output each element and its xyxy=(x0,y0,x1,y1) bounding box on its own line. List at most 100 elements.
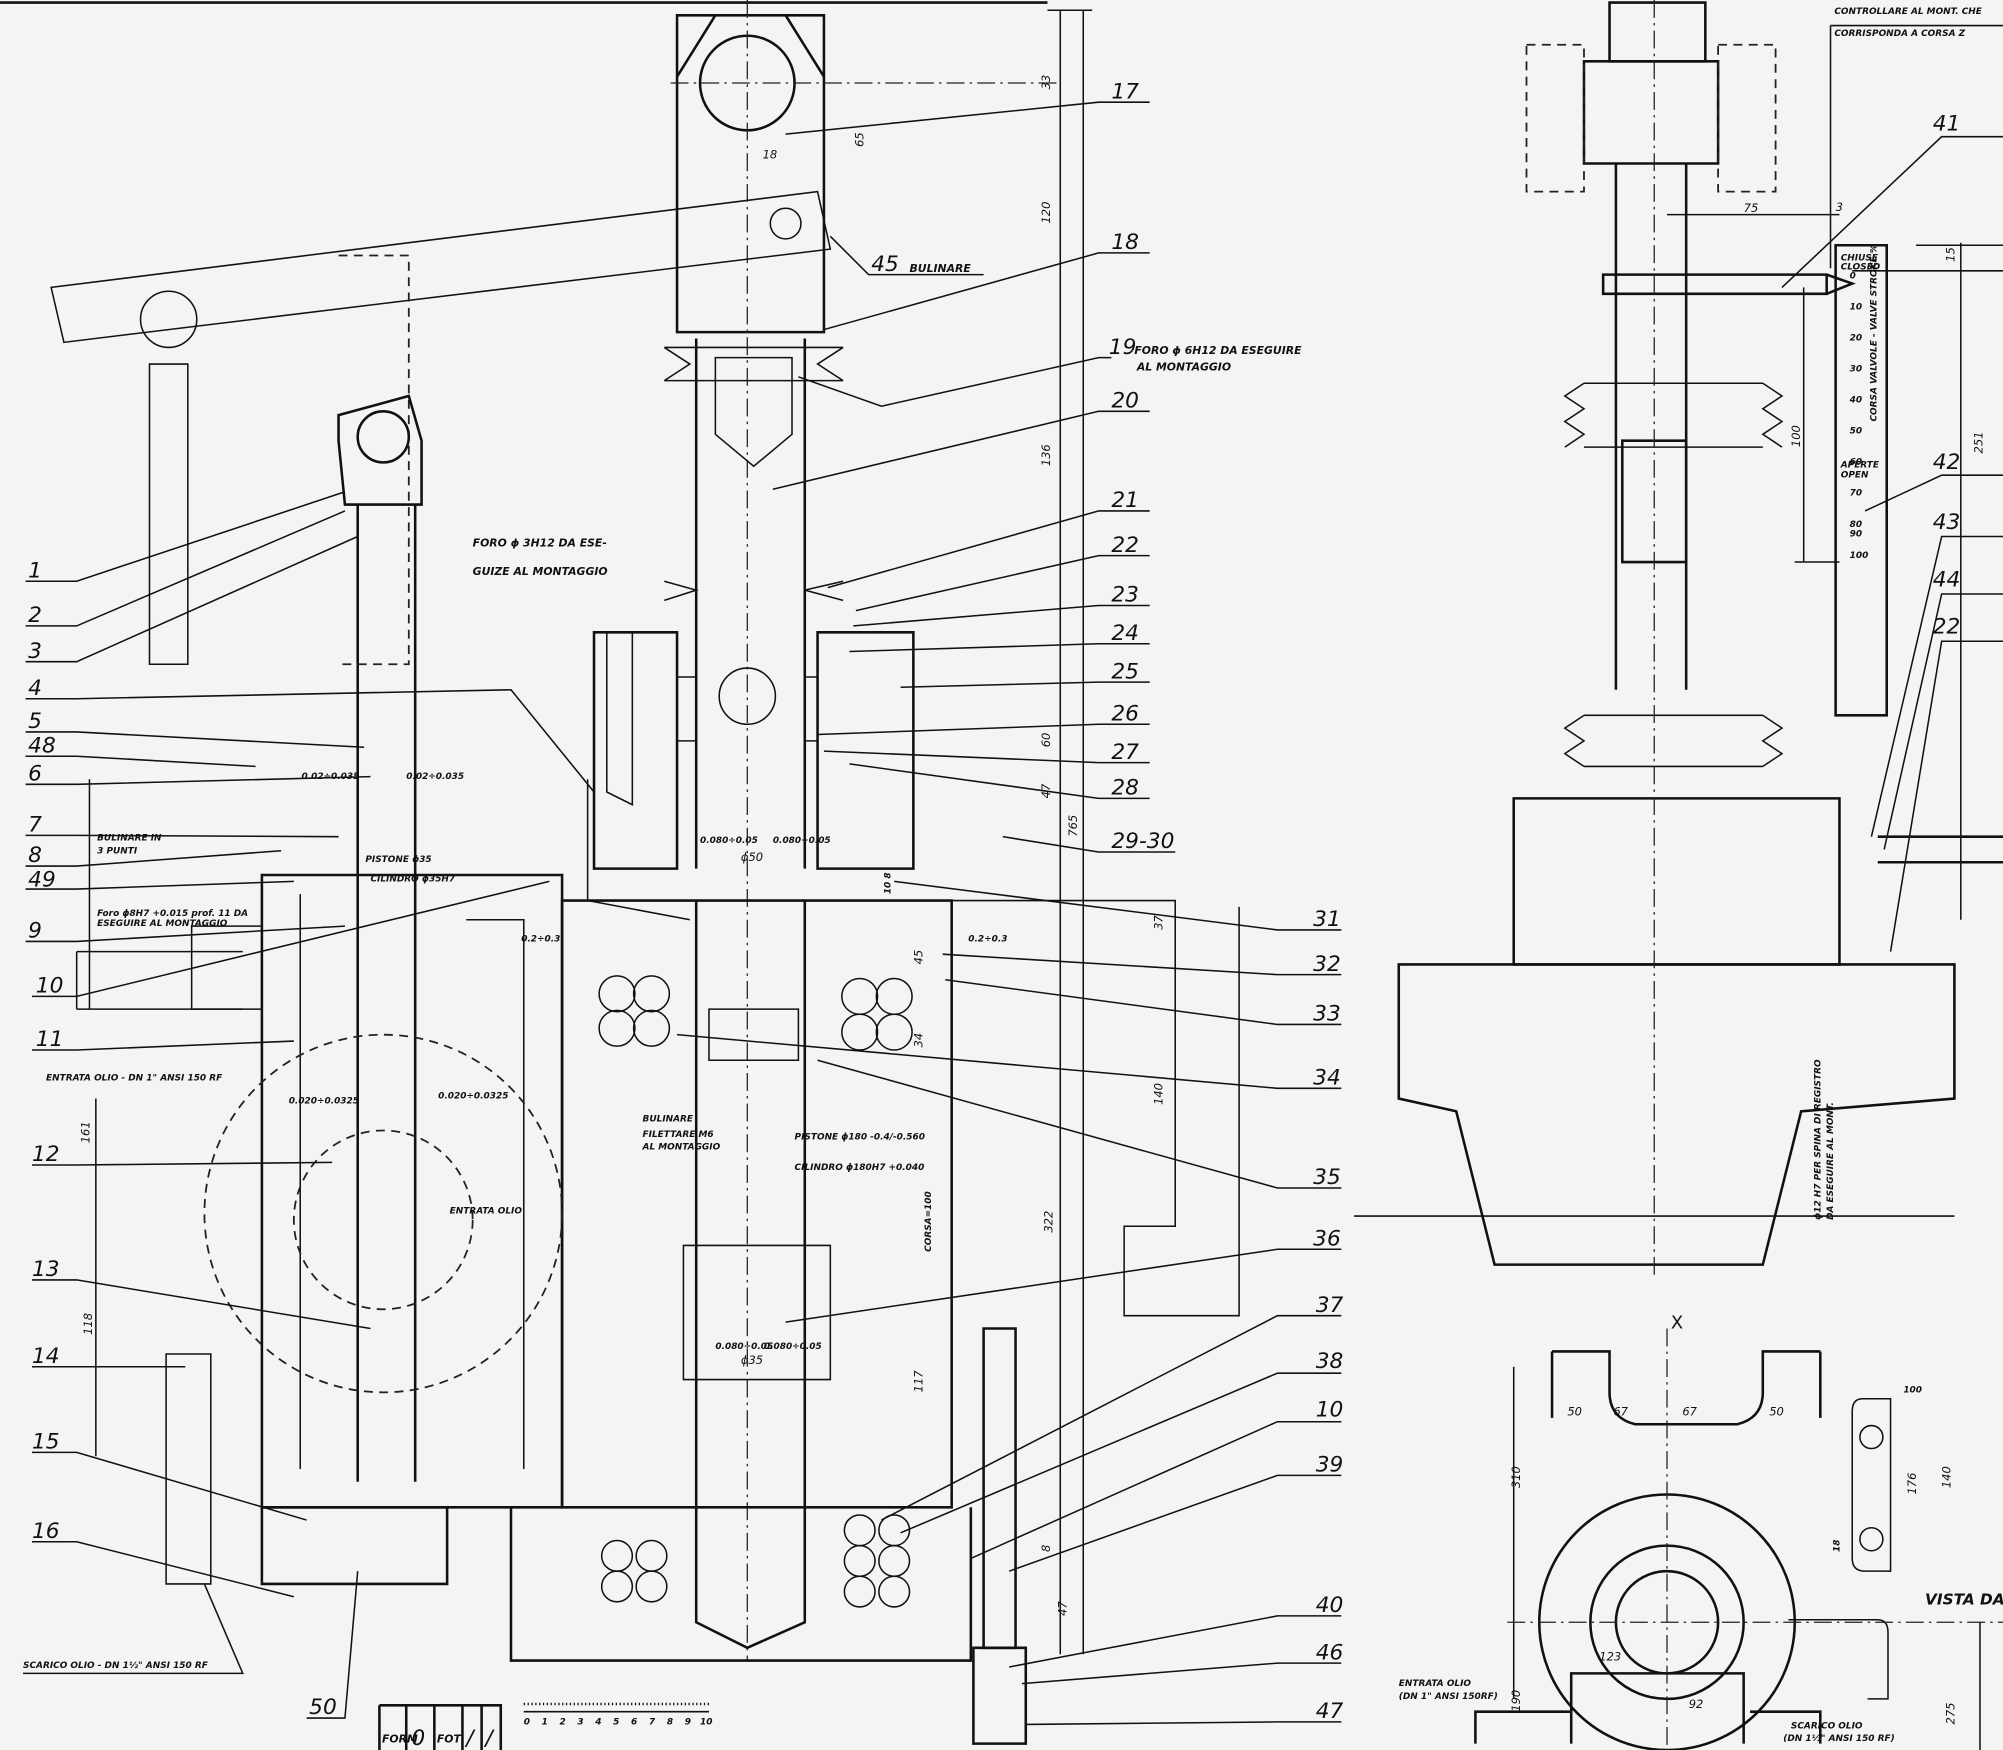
note-bulinare-m6: AL MONTAGGIO xyxy=(642,1143,721,1153)
title-block-text: FORM 0 FOT / / xyxy=(382,1726,495,1750)
ruler-tick: 8 xyxy=(667,1717,673,1727)
dim: ϕ50 xyxy=(741,850,763,864)
ruler-tick: 10 xyxy=(700,1717,712,1727)
title-block xyxy=(378,1704,503,1750)
balloon: 18 xyxy=(1111,230,1139,255)
dim: 140 xyxy=(1151,1083,1165,1105)
dim: CILINDRO ϕ180H7 +0.040 xyxy=(795,1163,925,1173)
balloon: 34 xyxy=(1313,1065,1341,1090)
dim: CORSA=100 xyxy=(924,1191,934,1252)
dim: 275 xyxy=(1943,1703,1957,1725)
balloon: 38 xyxy=(1316,1349,1344,1374)
balloon: 27 xyxy=(1111,740,1139,765)
ruler-tick: 3 xyxy=(577,1717,583,1727)
end-view-x xyxy=(1474,1328,2003,1750)
balloon: 3 xyxy=(28,639,42,664)
balloon: 8 xyxy=(28,843,42,868)
note-foro-8h7: ESEGUIRE AL MONTAGGIO xyxy=(97,919,228,929)
dim: 92 xyxy=(1689,1697,1704,1711)
balloon: 40 xyxy=(1316,1593,1344,1618)
balloon: 26 xyxy=(1111,701,1139,726)
leader-lines-right xyxy=(676,101,1342,1726)
dimensions: 33 65 18 120 136 60 47 765 37 45 34 140 … xyxy=(78,75,1985,1725)
balloon: 29-30 xyxy=(1111,829,1174,854)
title-check-1: / xyxy=(464,1726,476,1750)
balloon: 5 xyxy=(28,709,42,734)
scale-tick: 20 xyxy=(1850,334,1862,344)
scale-tick: 50 xyxy=(1850,427,1862,437)
dim: 322 xyxy=(1042,1211,1056,1233)
title-form: FORM xyxy=(382,1732,418,1745)
balloon: 10 xyxy=(36,974,64,999)
dim: 37 xyxy=(1151,915,1165,930)
dim: 50 xyxy=(1567,1404,1582,1418)
dim: 18 xyxy=(763,147,778,161)
note-entrata-side: (DN 1" ANSI 150RF) xyxy=(1399,1692,1498,1702)
note-foro-6h12: FORO ϕ 6H12 DA ESEGUIRE xyxy=(1134,344,1302,357)
note-bulinare: BULINARE xyxy=(910,262,972,275)
ruler-tick: 6 xyxy=(631,1717,637,1727)
balloon: 45 xyxy=(871,252,899,277)
note-entrata-olio-inner: ENTRATA OLIO xyxy=(450,1207,523,1217)
balloon-labels-right: 17 18 19 20 21 22 23 24 25 26 27 28 29-3… xyxy=(871,79,1343,1724)
balloon: 35 xyxy=(1313,1165,1341,1190)
balloon: 39 xyxy=(1316,1453,1344,1478)
dim: 34 xyxy=(911,1033,925,1048)
dim: 15 xyxy=(1943,247,1957,262)
balloon: 46 xyxy=(1316,1640,1344,1665)
note-scarico-side: SCARICO OLIO xyxy=(1791,1721,1863,1731)
balloon: 44 xyxy=(1933,567,1961,592)
balloon: 50 xyxy=(309,1695,337,1720)
scale-tick: 80 xyxy=(1850,520,1862,530)
dim: 0.02÷0.035 xyxy=(302,772,360,782)
note-bulinare-m6: BULINARE xyxy=(643,1115,693,1125)
dim: 47 xyxy=(1039,783,1053,798)
dim: 120 xyxy=(1039,202,1053,224)
spring-stack xyxy=(598,975,913,1608)
note-entrata-olio: ENTRATA OLIO - DN 1" ANSI 150 RF xyxy=(46,1074,222,1084)
balloon: 2 xyxy=(28,603,42,628)
leader-lines-left xyxy=(23,491,595,1719)
scale-tick: 0 xyxy=(1850,271,1856,281)
note-scarico-side: (DN 1½" ANSI 150 RF) xyxy=(1783,1734,1894,1744)
ruler-tick: 0 xyxy=(524,1717,530,1727)
balloon: 37 xyxy=(1316,1293,1344,1318)
balloon: 14 xyxy=(32,1344,60,1369)
balloon: 21 xyxy=(1111,488,1139,513)
note-controllare: CORRISPONDA A CORSA Z xyxy=(1834,29,1965,39)
balloon: 24 xyxy=(1111,621,1139,646)
balloon: 11 xyxy=(36,1027,64,1052)
scale-tick: 10 xyxy=(1850,303,1862,313)
balloon: 17 xyxy=(1111,79,1139,104)
scale-tick: 70 xyxy=(1850,489,1862,499)
scale-tick: 30 xyxy=(1850,365,1862,375)
balloon: 23 xyxy=(1111,583,1139,608)
balloon: 10 xyxy=(1316,1398,1344,1423)
label-open: OPEN xyxy=(1841,471,1869,481)
note-scarico-olio: SCARICO OLIO - DN 1½" ANSI 150 RF xyxy=(23,1661,208,1671)
dim: CILINDRO ϕ35H7 xyxy=(370,874,455,884)
note-bulinare-m6: FILETTARE M6 xyxy=(643,1130,714,1140)
dim: 310 xyxy=(1509,1466,1523,1488)
dim: 67 xyxy=(1682,1404,1697,1418)
balloon: 49 xyxy=(28,867,56,892)
scale-tick: 60 xyxy=(1850,458,1862,468)
dim: 0.2÷0.3 xyxy=(521,934,560,944)
balloon: 13 xyxy=(32,1257,60,1282)
dim: 3 xyxy=(1836,200,1843,214)
balloon: 19 xyxy=(1109,335,1137,360)
dim: 0.02÷0.035 xyxy=(406,772,464,782)
note-bulinare-3: 3 PUNTI xyxy=(97,846,138,856)
dim: 161 xyxy=(78,1121,92,1143)
balloon: 33 xyxy=(1313,1002,1341,1027)
dim: 176 xyxy=(1905,1473,1919,1495)
ruler-tick: 7 xyxy=(649,1717,656,1727)
title-check-2: / xyxy=(483,1726,495,1750)
dim: 18 xyxy=(1832,1540,1842,1552)
dim: 123 xyxy=(1599,1650,1621,1664)
balloon: 1 xyxy=(28,558,42,583)
balloon: 48 xyxy=(28,733,56,758)
dim: 50 xyxy=(1769,1404,1784,1418)
balloon: 7 xyxy=(28,813,42,838)
balloon: 28 xyxy=(1111,776,1139,801)
